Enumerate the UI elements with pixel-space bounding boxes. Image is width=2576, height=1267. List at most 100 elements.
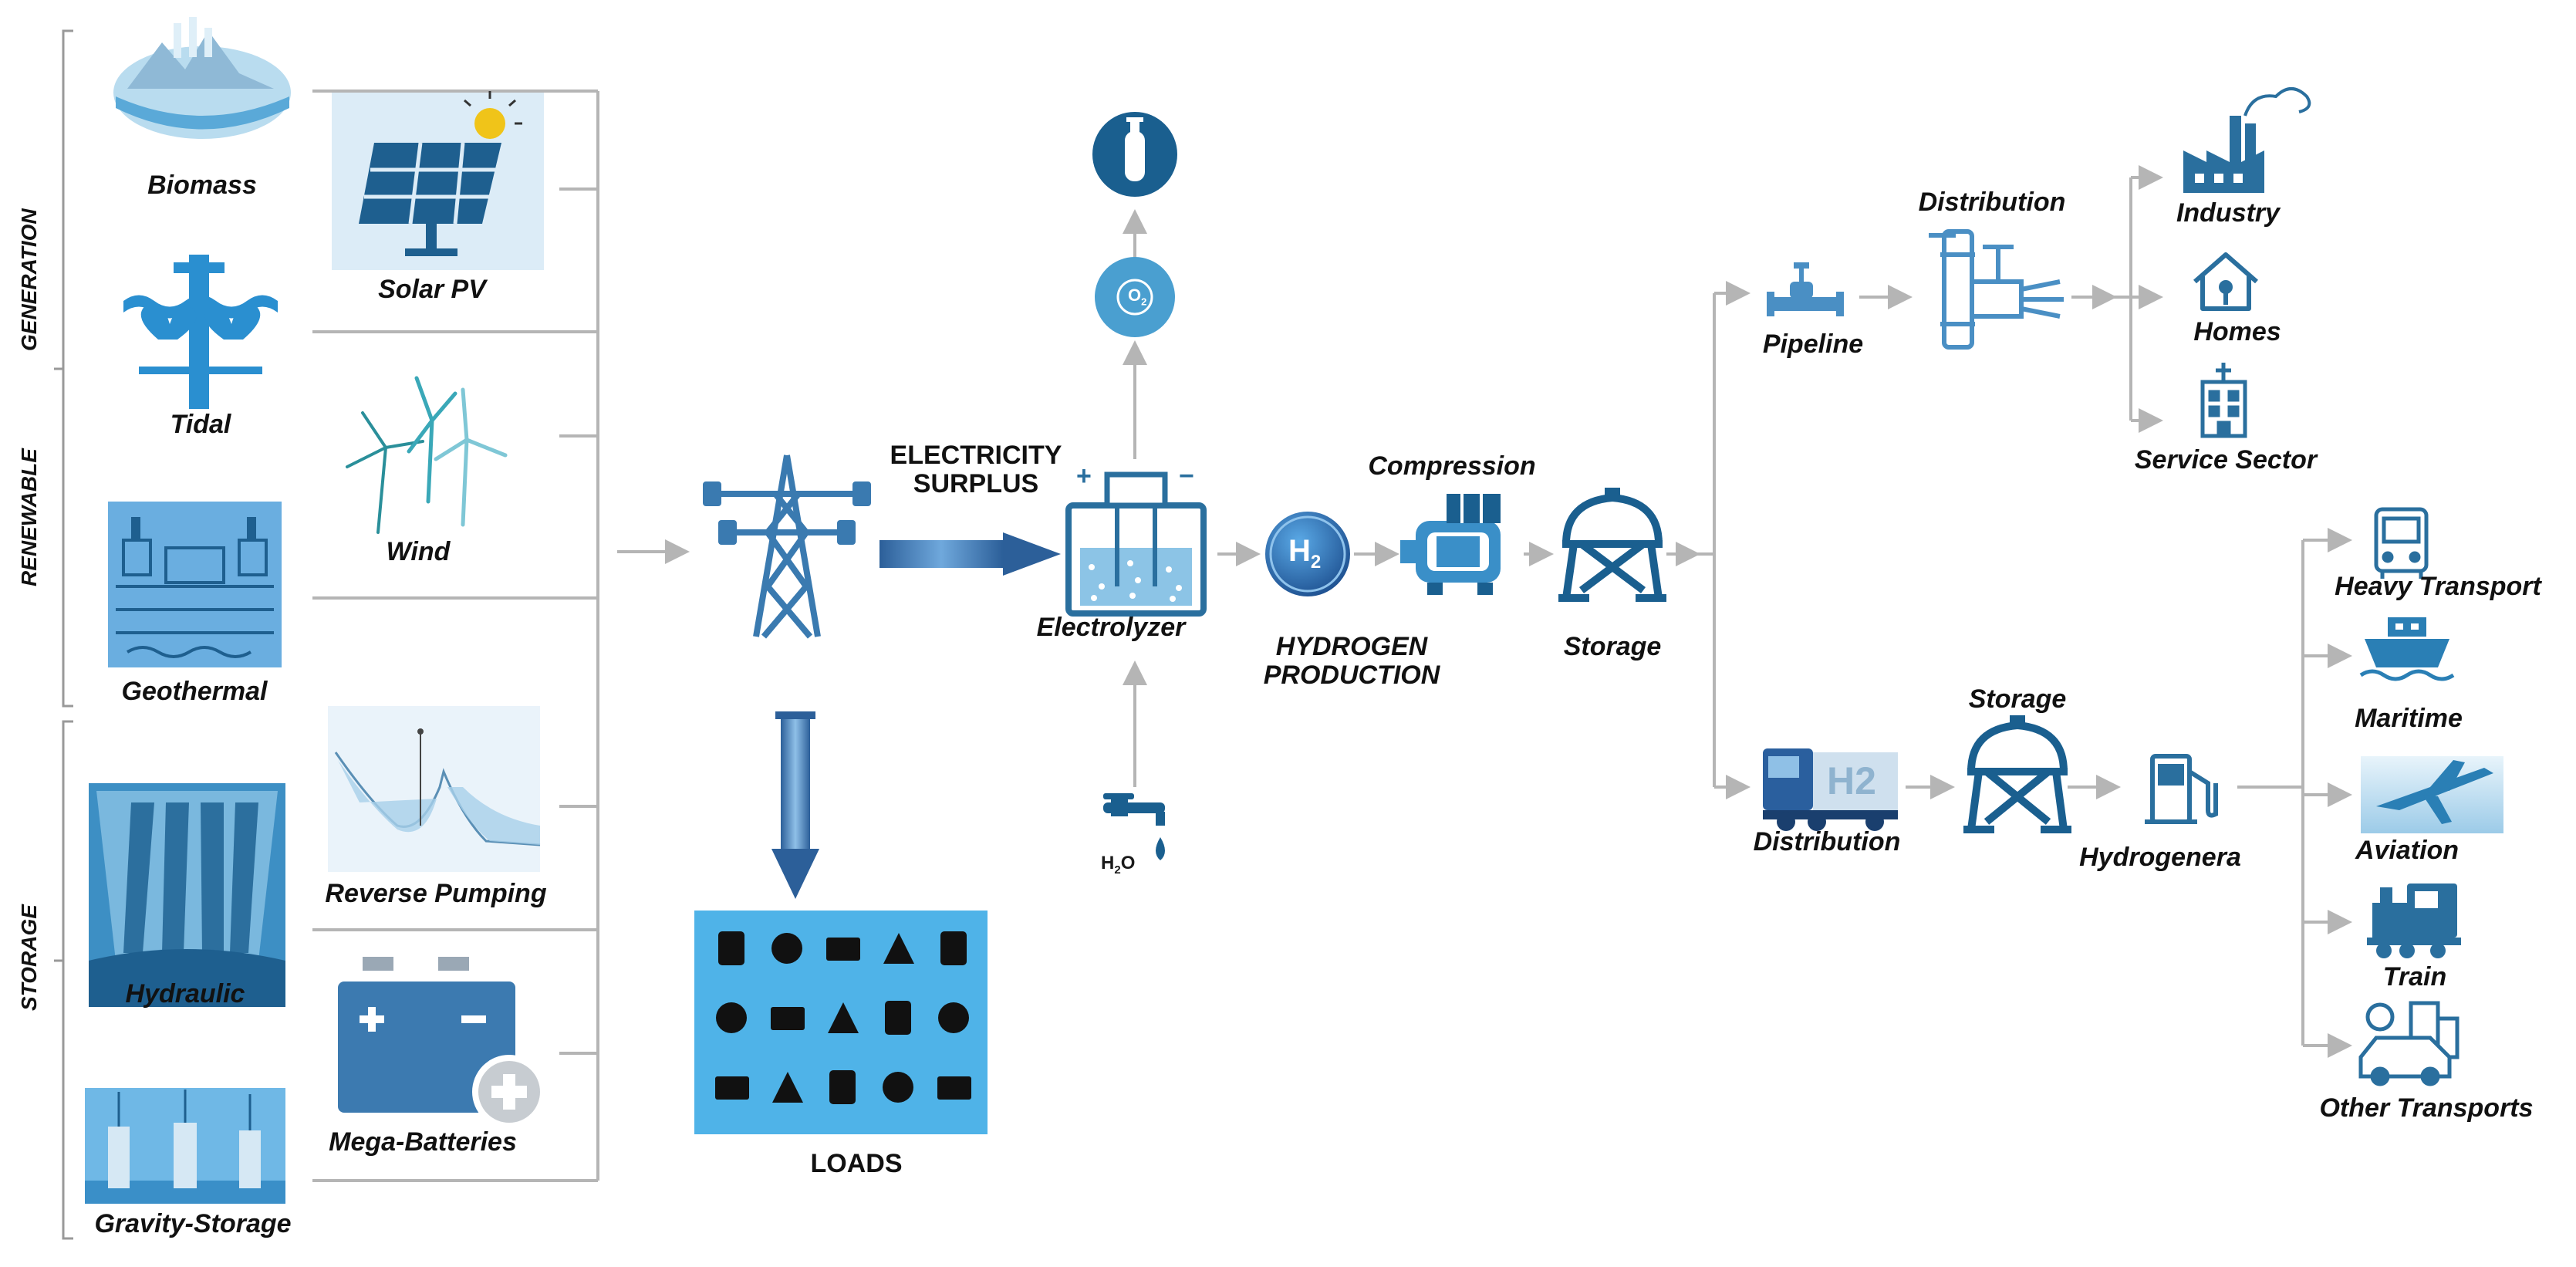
- o2-sub: 2: [1141, 296, 1147, 308]
- appliance-glyph: [937, 1076, 971, 1100]
- label-homes: Homes: [2193, 317, 2281, 346]
- label-electricity-surplus: ELECTRICITY SURPLUS: [890, 441, 1062, 499]
- wind-icon: [346, 376, 508, 534]
- appliance-glyph: [771, 933, 802, 964]
- o2-o: O: [1128, 285, 1142, 305]
- ship-icon: [2359, 617, 2455, 681]
- label-tidal: Tidal: [170, 410, 231, 439]
- surplus-line-1: ELECTRICITY: [890, 441, 1062, 470]
- label-h2o: H2O: [1101, 853, 1135, 877]
- bubble: [1176, 585, 1182, 591]
- hydraulic-icon: [89, 783, 285, 1007]
- appliance-glyph: [718, 931, 744, 965]
- appliance-glyph: [828, 1002, 859, 1033]
- compressor-icon: [1400, 494, 1501, 595]
- fuel-station-icon: [2145, 754, 2218, 824]
- surplus-arrow: [879, 532, 1061, 576]
- bubble: [1099, 583, 1105, 590]
- service-sector-icon: [2200, 363, 2247, 438]
- label-geothermal: Geothermal: [121, 677, 268, 706]
- label-distribution-top: Distribution: [1918, 188, 2066, 217]
- group-label-renewable: RENEWABLE: [17, 448, 41, 586]
- appliance-glyph: [829, 1070, 856, 1104]
- h2-sub: 2: [1310, 552, 1322, 573]
- appliance-glyph: [940, 931, 967, 965]
- label-compression: Compression: [1368, 451, 1536, 481]
- label-loads: LOADS: [810, 1149, 903, 1178]
- bubble: [1091, 595, 1097, 601]
- label-hydraulic: Hydraulic: [125, 979, 245, 1009]
- label-distribution-bottom: Distribution: [1753, 827, 1901, 856]
- label-aviation: Aviation: [2355, 836, 2460, 865]
- airplane-icon: [2361, 756, 2503, 833]
- label-train: Train: [2382, 962, 2447, 992]
- appliance-glyph: [826, 938, 860, 961]
- appliance-glyph: [716, 1002, 747, 1033]
- svg-text:−: −: [1179, 461, 1194, 491]
- hydrogen-truck-icon: [1763, 748, 1898, 831]
- label-pipeline: Pipeline: [1762, 329, 1864, 359]
- other-transports-icon: [2358, 1001, 2460, 1086]
- loads-arrow: [771, 711, 819, 899]
- h2-h: H: [1288, 534, 1311, 568]
- main-flow-arrows: [1217, 281, 1751, 799]
- tidal-icon: [123, 255, 278, 409]
- label-mega-batteries: Mega-Batteries: [329, 1127, 517, 1157]
- label-electrolyzer: Electrolyzer: [1036, 613, 1186, 642]
- bus-icon: [2374, 507, 2429, 579]
- label-service-sector: Service Sector: [2134, 445, 2318, 475]
- bubble: [1170, 596, 1176, 602]
- appliance-glyph: [883, 1072, 913, 1103]
- label-wind: Wind: [386, 537, 451, 566]
- storage-tank-2-icon: [1963, 715, 2071, 833]
- production-line-2: PRODUCTION: [1263, 661, 1440, 691]
- bubble: [1089, 564, 1095, 570]
- h2-molecule-icon: [1265, 512, 1350, 596]
- mega-batteries-icon: [338, 957, 546, 1129]
- label-h2-sphere: H2: [1288, 534, 1321, 573]
- label-storage: Storage: [1563, 632, 1662, 661]
- appliance-glyph: [771, 1007, 805, 1030]
- source-grid-lines: [312, 90, 690, 1182]
- appliance-glyph: [885, 1001, 911, 1035]
- h2o-sub: 2: [1114, 863, 1121, 877]
- group-brackets: [54, 29, 73, 1240]
- loads-panel: [694, 911, 988, 1134]
- label-biomass: Biomass: [147, 171, 257, 200]
- homes-icon: [2193, 252, 2258, 311]
- train-icon: [2367, 884, 2461, 958]
- label-hydrogenera: Hydrogenera: [2079, 843, 2241, 872]
- label-storage-2: Storage: [1968, 684, 2067, 714]
- label-industry: Industry: [2176, 198, 2281, 228]
- label-other-transports: Other Transports: [2319, 1093, 2534, 1123]
- storage-tank-icon: [1558, 488, 1666, 602]
- gravity-storage-icon: [85, 1088, 285, 1204]
- h2o-o: O: [1120, 853, 1136, 873]
- appliance-glyph: [715, 1076, 749, 1100]
- appliance-glyph: [883, 933, 914, 964]
- label-reverse-pumping: Reverse Pumping: [325, 879, 547, 908]
- label-truck-h2: H2: [1827, 759, 1876, 802]
- appliance-glyph: [938, 1002, 969, 1033]
- biomass-icon: [113, 17, 291, 139]
- transmission-tower-icon: [703, 454, 871, 639]
- electrolyzer-icon: + −: [1065, 461, 1207, 617]
- label-hydrogen-production: HYDROGEN PRODUCTION: [1263, 632, 1440, 691]
- appliance-glyph: [772, 1072, 803, 1103]
- h2o-h: H: [1101, 853, 1115, 873]
- oxygen-cylinder-icon: [1092, 112, 1177, 197]
- bubble: [1129, 593, 1136, 599]
- label-o2-bubble: O2: [1128, 285, 1146, 307]
- production-line-1: HYDROGEN: [1275, 632, 1428, 661]
- surplus-line-2: SURPLUS: [913, 469, 1039, 499]
- oxygen-bubble-icon: [1095, 257, 1175, 337]
- transport-branch-arrows: [1906, 528, 2352, 1058]
- group-label-storage: STORAGE: [17, 904, 41, 1011]
- label-heavy-transport: Heavy Transport: [2335, 572, 2541, 601]
- svg-text:+: +: [1076, 461, 1092, 491]
- water-tap-icon: [1103, 793, 1165, 860]
- bubble: [1135, 577, 1141, 583]
- distribution-manifold-icon: [1929, 229, 2064, 350]
